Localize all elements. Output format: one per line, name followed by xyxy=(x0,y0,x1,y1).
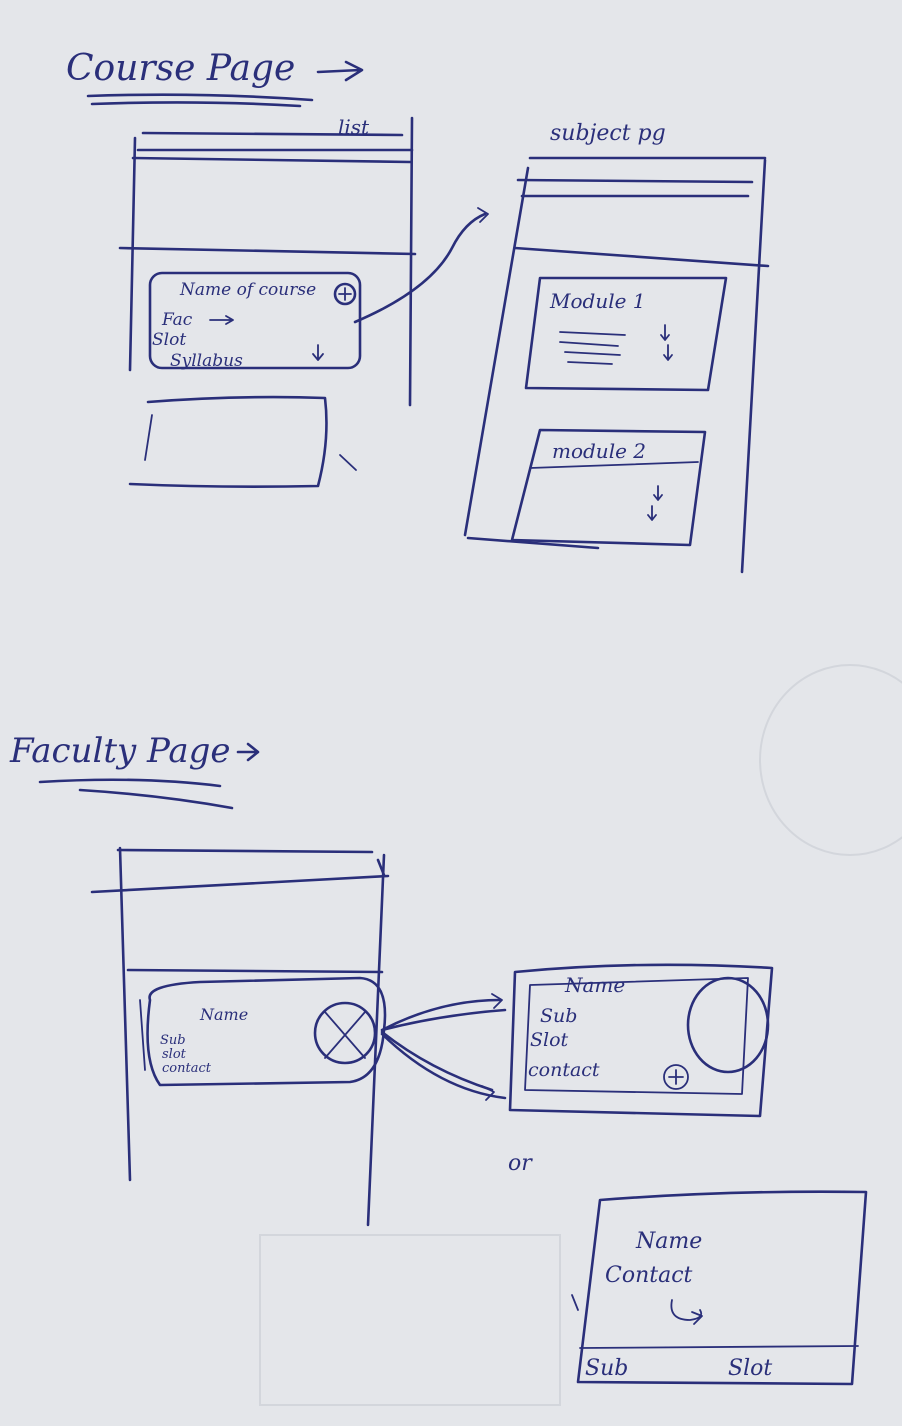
avatar[interactable] xyxy=(313,1001,377,1065)
detail-card-sub: Sub xyxy=(540,1005,577,1027)
subject-page-label: subject pg xyxy=(550,121,666,146)
add-icon[interactable] xyxy=(333,282,357,306)
course-list-frame xyxy=(118,116,417,407)
alt-card-footer-slot: Slot xyxy=(728,1356,772,1381)
faculty-card-sub: Sub xyxy=(160,1033,186,1048)
fac-arrow-icon xyxy=(209,315,234,325)
course-card-slot: Slot xyxy=(152,330,186,350)
faculty-list-card[interactable]: Name Sub slot contact xyxy=(139,976,387,1087)
empty-course-card[interactable] xyxy=(128,395,328,488)
course-card[interactable]: Name of course Fac Slot Syllabus xyxy=(148,271,362,371)
heading-arrow xyxy=(316,60,364,82)
add-icon[interactable] xyxy=(663,1064,689,1090)
detail-card-contact: contact xyxy=(528,1059,600,1081)
faculty-page-heading: Faculty Page xyxy=(9,731,231,771)
faculty-detail-card[interactable]: Name Sub Slot contact xyxy=(508,963,774,1118)
alt-card-title: Name xyxy=(635,1229,702,1254)
faculty-card-slot: slot xyxy=(162,1047,187,1062)
or-label: or xyxy=(508,1151,533,1176)
card-footer-divider xyxy=(579,1345,859,1349)
chevron-down-icon[interactable] xyxy=(647,485,663,521)
heading-underline xyxy=(86,93,314,108)
expand-arrow xyxy=(380,998,507,1032)
ghost-impressions xyxy=(259,664,902,1406)
add-icon-cross xyxy=(338,287,352,301)
detail-card-title: Name xyxy=(564,973,625,997)
subject-page-frame xyxy=(463,156,770,574)
redo-arrow-icon[interactable] xyxy=(670,1299,703,1325)
heading-underline xyxy=(38,778,234,810)
course-card-syllabus: Syllabus xyxy=(170,351,243,371)
heading-arrow xyxy=(236,742,260,762)
avatar[interactable] xyxy=(686,976,770,1074)
faculty-alt-card[interactable]: Name Contact Sub Slot xyxy=(571,1190,868,1386)
course-page-heading: Course Page xyxy=(66,48,295,89)
faculty-list-frame xyxy=(90,846,390,1227)
faculty-card-contact: contact xyxy=(162,1061,212,1076)
chevron-down-icon[interactable] xyxy=(312,344,324,361)
navigate-arrow xyxy=(353,212,487,324)
detail-card-slot: Slot xyxy=(530,1029,569,1051)
alt-card-contact: Contact xyxy=(605,1263,693,1288)
chevron-down-icon[interactable] xyxy=(660,324,673,361)
module-content-lines xyxy=(559,331,626,365)
course-card-fac: Fac xyxy=(161,310,193,330)
module-card-2[interactable]: module 2 xyxy=(510,428,707,547)
course-card-title: Name of course xyxy=(179,280,316,300)
module-1-label: Module 1 xyxy=(549,289,646,313)
faculty-page-section: Faculty Page Name Sub slot contact xyxy=(9,731,868,1386)
image-placeholder-icon xyxy=(324,1011,366,1059)
alt-card-footer-sub: Sub xyxy=(585,1356,628,1381)
course-page-section: Course Page list Name of course Fac Slot… xyxy=(66,48,770,574)
module-card-1[interactable]: Module 1 xyxy=(524,276,728,392)
faculty-card-title: Name xyxy=(199,1005,248,1024)
module-2-label: module 2 xyxy=(552,439,646,463)
